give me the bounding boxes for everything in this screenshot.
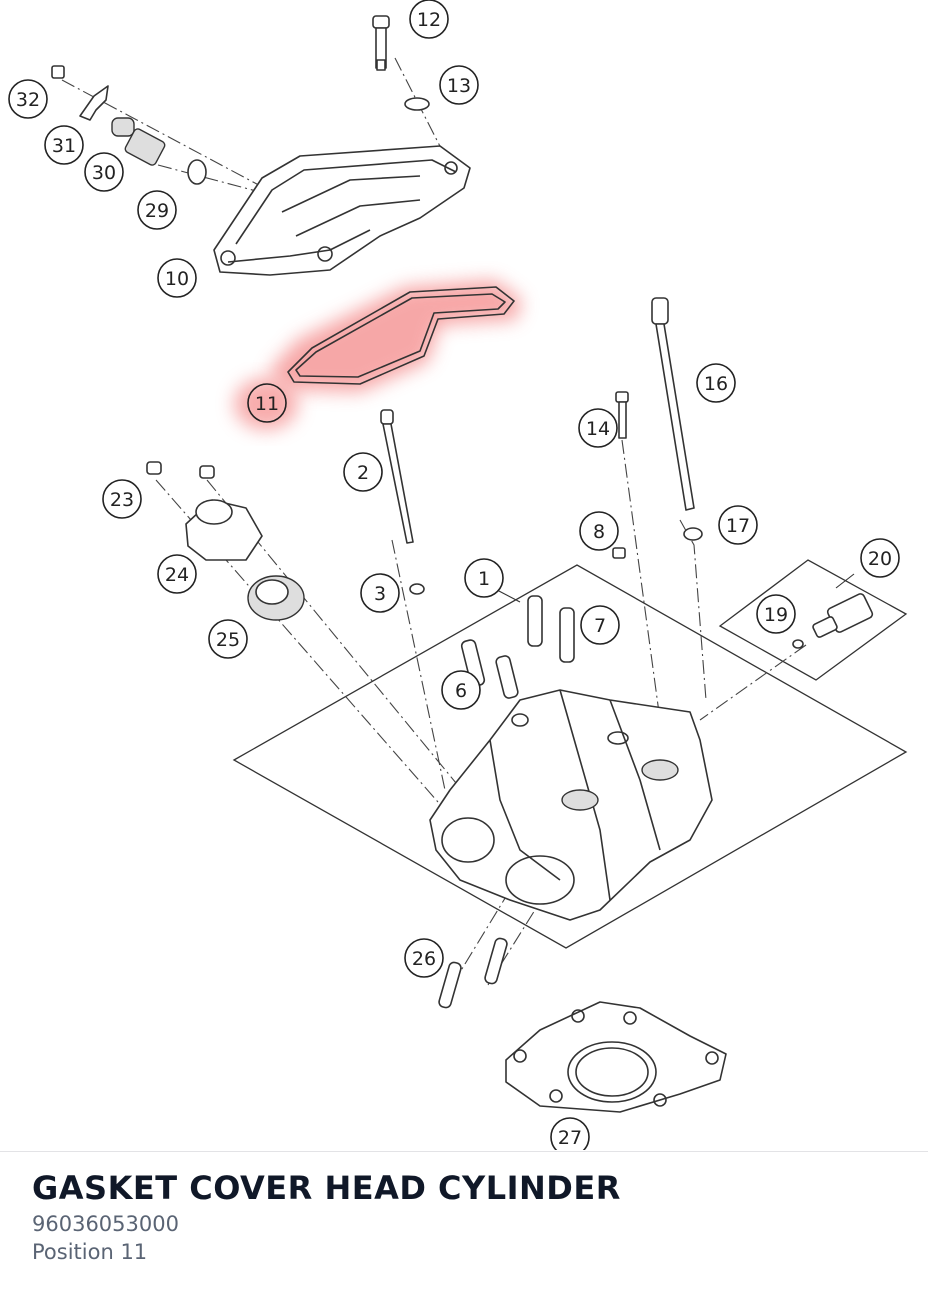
head-gasket-27 [505,1001,727,1113]
plug-8 [612,547,626,559]
callout-label: 25 [216,629,240,651]
o-ring-30 [187,159,207,185]
callout-31[interactable]: 31 [44,125,84,165]
callout-label: 6 [455,680,467,702]
callout-label: 17 [726,515,750,537]
part-title: GASKET COVER HEAD CYLINDER [32,1169,621,1207]
washer-19 [792,639,804,649]
valve-guides-7 [527,595,575,663]
callout-label: 3 [374,583,386,605]
callout-label: 29 [145,200,169,222]
temp-sensor-20 [812,593,874,638]
callout-2[interactable]: 2 [343,452,383,492]
callout-19[interactable]: 19 [756,594,796,634]
part-info-panel: GASKET COVER HEAD CYLINDER 96036053000 P… [32,1168,908,1266]
callout-label: 31 [52,135,76,157]
part-number: 96036053000 [32,1212,179,1236]
callout-label: 11 [255,393,279,415]
callout-14[interactable]: 14 [578,408,618,448]
callout-label: 26 [412,948,436,970]
callout-label: 27 [558,1127,582,1149]
bolt-23 [146,461,215,479]
callout-balloons: 1236781011121314161719202324252627293031… [8,0,900,1150]
callout-29[interactable]: 29 [137,190,177,230]
callout-13[interactable]: 13 [439,65,479,105]
callout-26[interactable]: 26 [404,938,444,978]
divider [0,1151,928,1152]
callout-label: 19 [764,604,788,626]
washer-17 [683,527,703,541]
callout-3[interactable]: 3 [360,573,400,613]
valve-cover-10 [213,145,471,276]
callout-8[interactable]: 8 [579,511,619,551]
bolt-16 [651,297,695,511]
washer-3 [409,583,425,595]
callout-label: 2 [357,462,369,484]
water-neck-24 [185,499,263,561]
bolt-14 [615,391,629,439]
part-position: Position 11 [32,1240,148,1264]
callout-label: 20 [868,548,892,570]
sensor-frame [718,559,908,681]
callout-label: 24 [165,564,189,586]
callout-1[interactable]: 1 [464,558,504,598]
bracket-32 [51,65,109,121]
dowel-pins-26 [438,937,508,1009]
cylinder-head-1 [429,689,713,921]
callout-23[interactable]: 23 [102,479,142,519]
callout-12[interactable]: 12 [409,0,449,39]
callout-label: 7 [594,615,606,637]
callout-label: 10 [165,268,189,290]
callout-label: 16 [704,373,728,395]
callout-label: 12 [417,9,441,31]
thermostat-25 [247,575,305,621]
callout-label: 13 [447,75,471,97]
washer-13 [404,97,430,111]
gasket-11 [287,286,515,385]
bolt-12 [372,15,390,71]
callout-20[interactable]: 20 [860,538,900,578]
callout-6[interactable]: 6 [441,670,481,710]
callout-7[interactable]: 7 [580,605,620,645]
callout-24[interactable]: 24 [157,554,197,594]
sensor-31 [111,117,166,166]
callout-30[interactable]: 30 [84,152,124,192]
callout-label: 32 [16,89,40,111]
callout-label: 1 [478,568,490,590]
bolt-2 [380,409,414,544]
callout-10[interactable]: 10 [157,258,197,298]
callout-label: 30 [92,162,116,184]
callout-label: 8 [593,521,605,543]
leader-lines [496,573,855,603]
callout-11[interactable]: 11 [247,383,287,423]
callout-16[interactable]: 16 [696,363,736,403]
callout-17[interactable]: 17 [718,505,758,545]
callout-32[interactable]: 32 [8,79,48,119]
assembly-plane [232,564,908,949]
callout-label: 14 [586,418,610,440]
callout-27[interactable]: 27 [550,1117,590,1150]
callout-label: 23 [110,489,134,511]
callout-25[interactable]: 25 [208,619,248,659]
